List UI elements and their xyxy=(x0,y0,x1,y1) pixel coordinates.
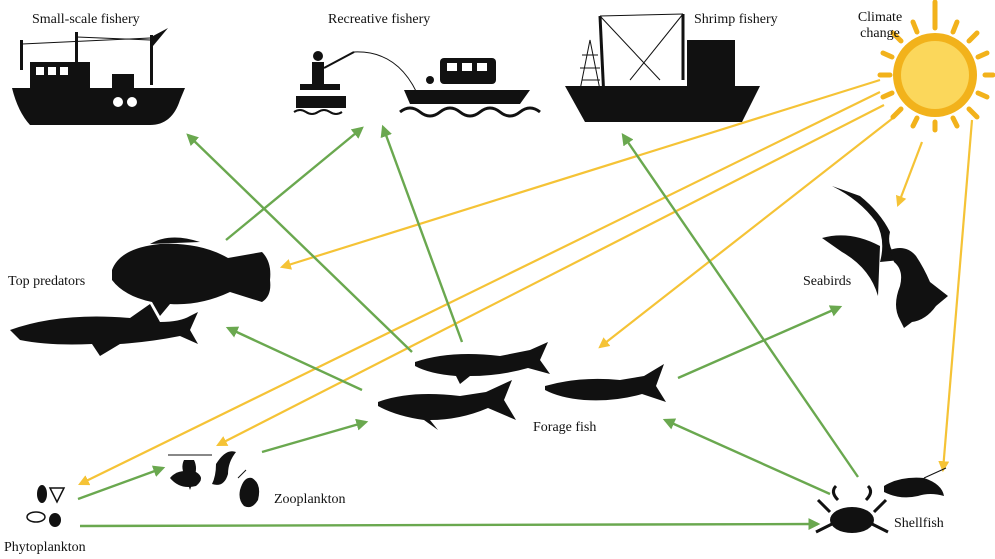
arrow-phytoplankton-to-zooplankton xyxy=(77,465,166,501)
grouper-and-shark-icon xyxy=(10,237,271,356)
phytoplankton-label: Phytoplankton xyxy=(4,540,86,555)
small-scale-fishery-label: Small-scale fishery xyxy=(32,12,140,27)
trawler-icon xyxy=(565,13,760,122)
crab-and-shrimp-icon xyxy=(815,467,947,534)
arrow-climate-to-phytoplankton xyxy=(78,91,881,486)
forage-fish-icon xyxy=(378,342,666,430)
arrow-forage-to-recreative xyxy=(380,124,464,343)
arrow-climate-to-shellfish xyxy=(938,119,974,473)
sun-icon xyxy=(877,0,995,133)
zooplankton-icon xyxy=(168,451,260,508)
arrow-forage-to-small-scale xyxy=(186,133,413,353)
climate-arrows xyxy=(78,78,974,486)
climate-label-line-2: change xyxy=(860,26,900,41)
top-predators-label: Top predators xyxy=(8,274,86,289)
climate-label-line-1: Climate xyxy=(857,10,903,25)
shrimp-fishery-label: Shrimp fishery xyxy=(694,12,778,27)
arrow-forage-to-seabirds xyxy=(677,305,843,380)
zooplankton-label: Zooplankton xyxy=(274,492,346,507)
fishing-boat-icon xyxy=(12,28,185,125)
arrow-climate-to-forage-fish xyxy=(598,117,894,349)
shellfish-label: Shellfish xyxy=(894,516,944,531)
forage-fish-label: Forage fish xyxy=(533,420,597,435)
trophic-arrows xyxy=(77,124,859,531)
phytoplankton-icon xyxy=(26,485,66,527)
seabirds-icon xyxy=(822,186,948,328)
arrow-climate-to-zooplankton xyxy=(216,104,885,447)
angler-and-motorboat-icon xyxy=(293,51,541,118)
arrow-phytoplankton-to-shellfish xyxy=(79,518,821,531)
recreative-fishery-label: Recreative fishery xyxy=(328,12,431,27)
arrow-zooplankton-to-forage xyxy=(261,418,369,454)
arrow-forage-to-top-predators xyxy=(225,326,363,392)
climate-change-label: Climate change xyxy=(855,10,905,42)
arrow-top-predators-to-recreative xyxy=(225,126,364,241)
arrow-climate-to-top-predators xyxy=(279,78,881,270)
seabirds-label: Seabirds xyxy=(803,274,852,289)
arrow-shellfish-to-forage xyxy=(662,418,831,496)
arrow-climate-to-seabirds xyxy=(895,141,924,208)
arrow-shellfish-to-shrimp-fishery xyxy=(621,133,859,478)
